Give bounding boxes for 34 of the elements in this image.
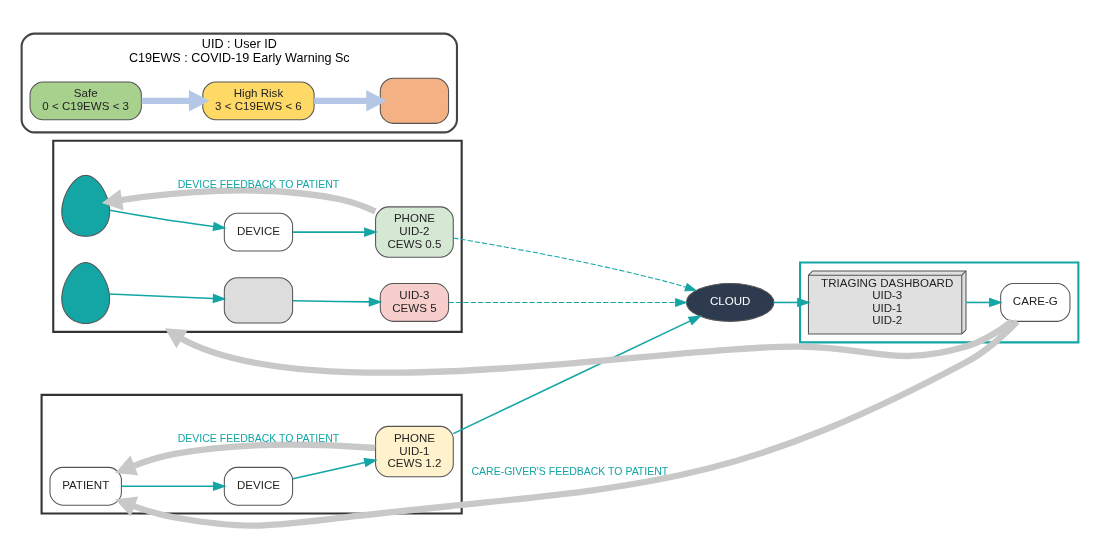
node-person bbox=[61, 174, 111, 237]
arrow bbox=[292, 296, 383, 307]
arrow bbox=[292, 226, 378, 237]
arrow bbox=[292, 457, 378, 480]
node-box bbox=[223, 276, 294, 323]
node-box: UID-3 CEWS 5 bbox=[379, 282, 450, 322]
node-box: DEVICE bbox=[223, 212, 294, 252]
node-box: PATIENT bbox=[49, 466, 122, 506]
edge-label: CARE-GIVER'S FEEDBACK TO PATIENT bbox=[471, 464, 669, 477]
node-box: DEVICE bbox=[223, 466, 294, 506]
arrow bbox=[141, 89, 210, 112]
arrow bbox=[314, 89, 387, 112]
node-person bbox=[61, 261, 111, 324]
cluster bbox=[52, 139, 463, 333]
node-box: Safe 0 < C19EWS < 3 bbox=[29, 80, 142, 120]
arrow bbox=[452, 237, 698, 291]
arrow bbox=[115, 441, 376, 475]
edge-label: DEVICE FEEDBACK TO PATIENT bbox=[177, 431, 340, 444]
arrow bbox=[108, 292, 227, 303]
node-box bbox=[379, 77, 450, 124]
node-box: PHONE UID-1 CEWS 1.2 bbox=[375, 425, 454, 477]
arrow bbox=[452, 314, 703, 434]
node-box: High Risk 3 < C19EWS < 6 bbox=[202, 80, 315, 120]
node-box: CARE-G bbox=[1000, 282, 1071, 322]
arrow bbox=[120, 480, 227, 491]
edge-label: DEVICE FEEDBACK TO PATIENT bbox=[177, 177, 340, 190]
arrow bbox=[109, 208, 227, 231]
arrow bbox=[115, 318, 1020, 529]
arrow bbox=[164, 318, 1015, 376]
arrow bbox=[965, 297, 1003, 307]
arrow bbox=[773, 297, 811, 307]
arrow bbox=[448, 297, 688, 307]
node-box: PHONE UID-2 CEWS 0.5 bbox=[375, 205, 454, 258]
arrow bbox=[101, 186, 377, 214]
